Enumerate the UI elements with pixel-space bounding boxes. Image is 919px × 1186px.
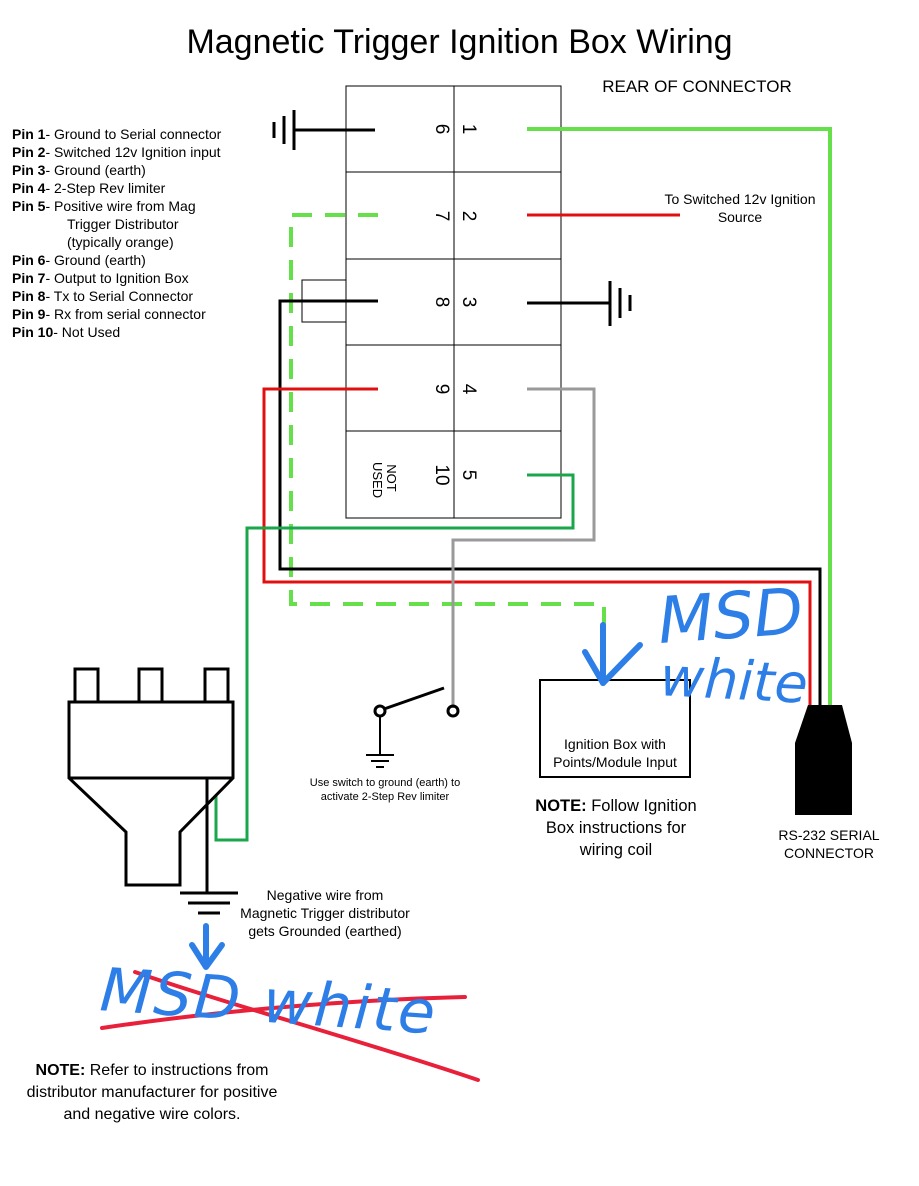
pin-legend-desc: - 2-Step Rev limiter (45, 180, 166, 196)
pin-number-10: 10 (431, 464, 452, 486)
pin-legend-number: Pin 7 (12, 270, 46, 286)
pin-legend-number: Pin 4 (12, 180, 46, 196)
not-used-label: NOT USED (370, 462, 399, 499)
pin-legend-number: Pin 2 (12, 144, 46, 160)
annotation-strikeout (100, 970, 480, 1082)
pin-legend-row: Pin 9- Rx from serial connector (12, 305, 221, 323)
pin-legend-number: Pin 3 (12, 162, 46, 178)
pin-number-3: 3 (458, 296, 479, 308)
distributor (67, 667, 238, 915)
switched-source-label: To Switched 12v Ignition Source (664, 191, 816, 225)
pin-legend-number: Pin 5 (12, 198, 46, 214)
pin-number-4: 4 (458, 383, 479, 395)
pin-legend-number: Pin 6 (12, 252, 46, 268)
page-title: Magnetic Trigger Ignition Box Wiring (186, 23, 733, 61)
pin-legend-row: Pin 4- 2-Step Rev limiter (12, 179, 221, 197)
pin-legend-desc: - Output to Ignition Box (45, 270, 189, 286)
pin4-rev-limiter-wire (451, 387, 596, 708)
pin-legend-row: Pin 1- Ground to Serial connector (12, 125, 221, 143)
handwritten-msd: MSD (655, 575, 806, 659)
pin-legend-desc: - Tx to Serial Connector (45, 288, 194, 304)
pin-legend-row: Pin 7- Output to Ignition Box (12, 269, 221, 287)
pin-legend-row: Pin 2- Switched 12v Ignition input (12, 143, 221, 161)
switch-note: Use switch to ground (earth) to activate… (309, 777, 461, 803)
distributor-note: NOTE: Refer to instructions from distrib… (22, 1060, 282, 1126)
pin-legend-row: Pin 3- Ground (earth) (12, 161, 221, 179)
pin6-ground-wire (272, 110, 375, 150)
negative-wire-note: Negative wire from Magnetic Trigger dist… (240, 887, 410, 939)
pin9-rx-wire (262, 387, 812, 705)
coil-note-text: Follow Ignition Box instructions for wir… (545, 797, 697, 859)
pin-number-5: 5 (458, 469, 479, 481)
distributor-note-bold: NOTE: (35, 1062, 86, 1079)
pin-number-7: 7 (431, 210, 452, 222)
rear-of-connector-label: REAR OF CONNECTOR (602, 77, 792, 96)
pin-legend-continuation: (typically orange) (67, 234, 174, 250)
ignition-box-label: Ignition Box with Points/Module Input (553, 736, 677, 770)
handwritten-white: white (658, 645, 810, 716)
pin5-positive-wire (214, 473, 575, 842)
annotation-arrows (189, 622, 643, 970)
pin-number-9: 9 (431, 383, 452, 395)
serial-connector-shape (795, 705, 852, 815)
pin-legend-row: Pin 5- Positive wire from Mag (12, 197, 221, 215)
pin8-tx-wire (278, 299, 822, 705)
rev-limiter-switch (366, 686, 460, 768)
pin-legend-desc: - Positive wire from Mag (45, 198, 196, 214)
distributor-note-text: Refer to instructions from distributor m… (26, 1062, 278, 1123)
pin-legend-number: Pin 10 (12, 324, 54, 340)
ignition-box (539, 679, 691, 778)
pin-legend-row: Pin 8- Tx to Serial Connector (12, 287, 221, 305)
pin-legend-desc: - Not Used (53, 324, 121, 340)
pin-legend-number: Pin 1 (12, 126, 46, 142)
pin7-output-wire (289, 213, 606, 680)
pin-legend-number: Pin 8 (12, 288, 46, 304)
pin-number-2: 2 (458, 210, 479, 222)
pin-number-8: 8 (431, 296, 452, 308)
pin-legend-desc: - Rx from serial connector (45, 306, 206, 322)
coil-note-bold: NOTE: (535, 797, 587, 815)
pin-number-1: 1 (458, 123, 479, 135)
pin-legend-desc: - Switched 12v Ignition input (45, 144, 221, 160)
pin-legend-desc: - Ground (earth) (45, 162, 146, 178)
pin-legend-desc: - Ground to Serial connector (45, 126, 222, 142)
coil-note: NOTE: Follow Ignition Box instructions f… (528, 795, 704, 861)
pin3-ground-wire (527, 281, 632, 326)
pin-legend-row: Pin 10- Not Used (12, 323, 221, 341)
pin-legend-desc: - Ground (earth) (45, 252, 146, 268)
pin-legend-continuation: Trigger Distributor (67, 216, 179, 232)
pin-legend-row: Pin 6- Ground (earth) (12, 251, 221, 269)
pin-number-6: 6 (431, 123, 452, 135)
pin1-ground-serial-wire (527, 127, 832, 705)
pin-legend-number: Pin 9 (12, 306, 46, 322)
serial-connector-label: RS-232 SERIAL CONNECTOR (778, 827, 880, 861)
